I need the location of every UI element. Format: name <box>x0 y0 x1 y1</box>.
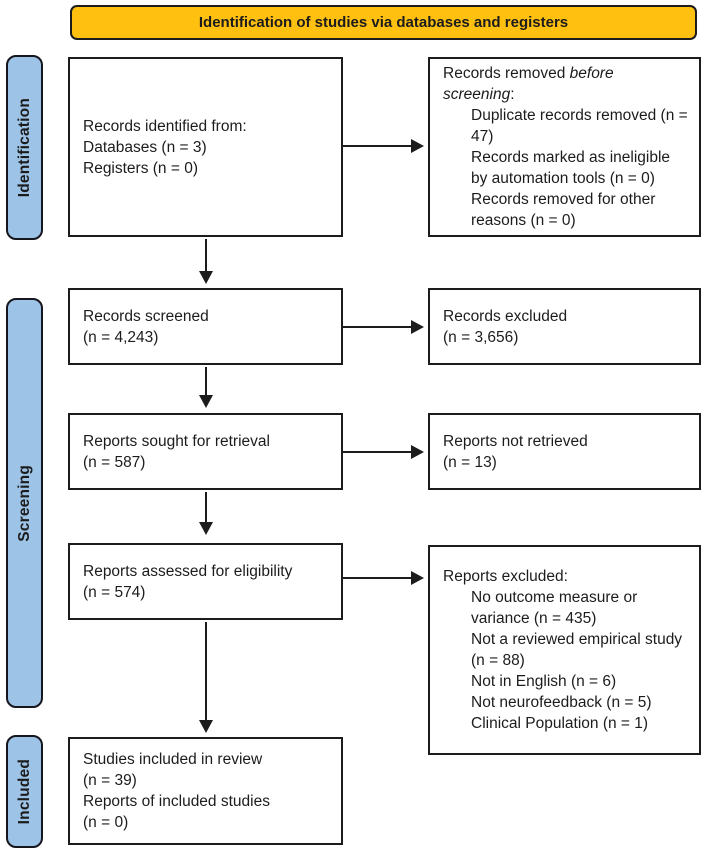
box-list-item: No outcome measure or variance (n = 435) <box>471 589 638 627</box>
box-records-identified: Records identified from: Databases (n = … <box>68 57 343 237</box>
box-line: Records screened <box>83 307 209 325</box>
arrow-sought-to-not-retrieved <box>343 445 424 459</box>
box-list-item: Duplicate records removed (n = 47) <box>471 107 688 145</box>
stage-label-identification: Identification <box>6 55 43 240</box>
stage-screening-text: Screening <box>15 464 33 542</box>
stage-label-screening: Screening <box>6 298 43 708</box>
title-banner: Identification of studies via databases … <box>70 5 697 40</box>
text-segment: Records removed <box>443 65 570 82</box>
box-line: Records excluded <box>443 307 568 325</box>
text-segment: : <box>510 86 515 103</box>
box-line: (n = 3,656) <box>443 328 519 346</box>
title-banner-label: Identification of studies via databases … <box>198 14 569 31</box>
box-list-item: Not a reviewed empirical study (n = 88) <box>471 631 683 669</box>
box-reports-excluded: Reports excluded: No outcome measure or … <box>428 545 701 755</box>
arrow-sought-to-assessed <box>199 492 213 535</box>
box-heading-line: Records removed before <box>443 63 689 84</box>
box-line: (n = 39) <box>83 772 137 789</box>
box-line: (n = 4,243) <box>83 328 159 346</box>
box-line: (n = 13) <box>443 453 497 471</box>
box-line: Registers (n = 0) <box>83 159 199 177</box>
box-line: (n = 0) <box>83 814 129 831</box>
text-segment-italic: before <box>569 65 614 82</box>
box-reports-sought: Reports sought for retrieval (n = 587) <box>68 413 343 490</box>
box-list-item: Records marked as ineligible by automati… <box>471 149 671 187</box>
box-list-item: Not in English (n = 6) <box>471 673 617 690</box>
box-line: Databases (n = 3) <box>83 138 207 156</box>
text-segment-italic: screening <box>443 86 511 103</box>
box-line: (n = 574) <box>83 583 146 601</box>
box-line: Reports of included studies <box>83 793 270 810</box>
box-line: (n = 587) <box>83 453 146 471</box>
box-records-removed: Records removed before screening: Duplic… <box>428 57 701 237</box>
box-heading-line: Reports excluded: <box>443 568 568 585</box>
box-studies-included: Studies included in review (n = 39) Repo… <box>68 737 343 845</box>
arrow-screened-to-excluded <box>343 320 424 334</box>
stage-identification-text: Identification <box>15 97 33 198</box>
box-line: Reports assessed for eligibility <box>83 562 293 580</box>
box-list-item: Records removed for other reasons (n = 0… <box>471 191 656 229</box>
box-list-item: Not neurofeedback (n = 5) <box>471 694 652 711</box>
box-heading-line: screening: <box>443 84 689 105</box>
arrow-screened-to-sought <box>199 367 213 408</box>
box-reports-assessed: Reports assessed for eligibility (n = 57… <box>68 543 343 620</box>
stage-label-included: Included <box>6 735 43 848</box>
box-line: Studies included in review <box>83 751 263 768</box>
box-line: Reports not retrieved <box>443 432 588 450</box>
box-line: Reports sought for retrieval <box>83 432 270 450</box>
box-records-screened: Records screened (n = 4,243) <box>68 288 343 365</box>
box-line: Records identified from: <box>83 117 247 135</box>
arrow-assessed-to-included <box>199 622 213 733</box>
stage-included-text: Included <box>15 758 33 825</box>
box-reports-not-retrieved: Reports not retrieved (n = 13) <box>428 413 701 490</box>
arrow-identified-to-screened <box>199 239 213 284</box>
box-records-excluded: Records excluded (n = 3,656) <box>428 288 701 365</box>
box-list-item: Clinical Population (n = 1) <box>471 715 649 732</box>
arrow-assessed-to-reports-excluded <box>343 571 424 585</box>
arrow-identified-to-removed <box>343 139 424 153</box>
